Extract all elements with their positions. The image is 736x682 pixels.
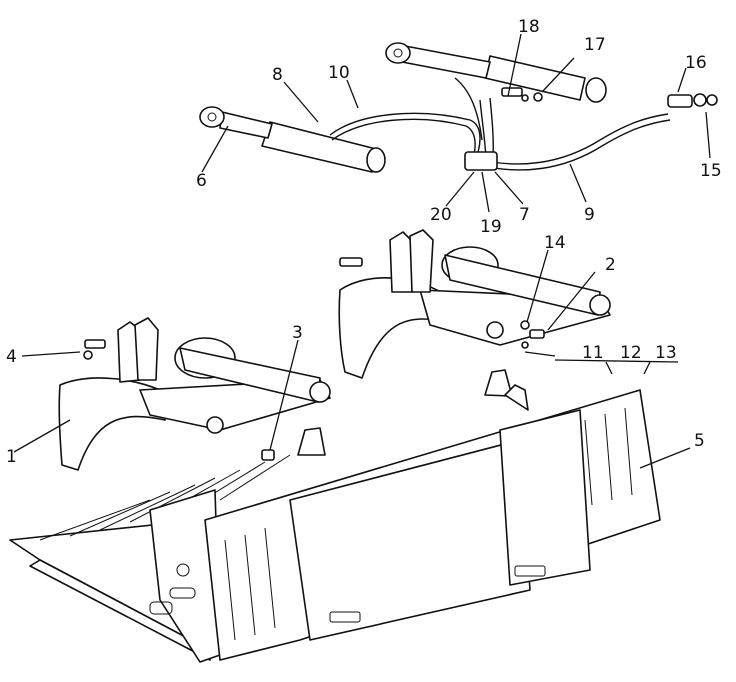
leader-lines (13, 33, 711, 469)
callout-13: 13 (655, 343, 677, 363)
callout-5: 5 (694, 431, 705, 451)
callout-12: 12 (620, 343, 642, 363)
hydraulic-hoses (329, 77, 671, 171)
right-grapple-arm (338, 229, 611, 379)
callout-8: 8 (272, 65, 283, 85)
grapple-bucket-frame (9, 369, 661, 663)
callout-6: 6 (196, 171, 207, 191)
callout-20: 20 (430, 205, 452, 225)
hydraulic-cylinder-right (385, 42, 607, 103)
callout-19: 19 (480, 217, 502, 237)
callout-17: 17 (584, 35, 606, 55)
callout-15: 15 (700, 161, 722, 181)
callout-2: 2 (605, 255, 616, 275)
callout-labels: 1 2 3 4 5 6 7 8 9 10 11 12 13 14 15 16 1… (6, 17, 722, 467)
callout-10: 10 (328, 63, 350, 83)
callout-4: 4 (6, 347, 17, 367)
mount-lugs (297, 369, 529, 456)
callout-7: 7 (519, 205, 530, 225)
callout-18: 18 (518, 17, 540, 37)
callout-9: 9 (584, 205, 595, 225)
callout-1: 1 (6, 447, 17, 467)
hydraulic-cylinder-left (199, 106, 386, 173)
hardware (83, 87, 718, 461)
callout-3: 3 (292, 323, 303, 343)
callout-14: 14 (544, 233, 566, 253)
callout-11: 11 (582, 343, 604, 363)
callout-16: 16 (685, 53, 707, 73)
